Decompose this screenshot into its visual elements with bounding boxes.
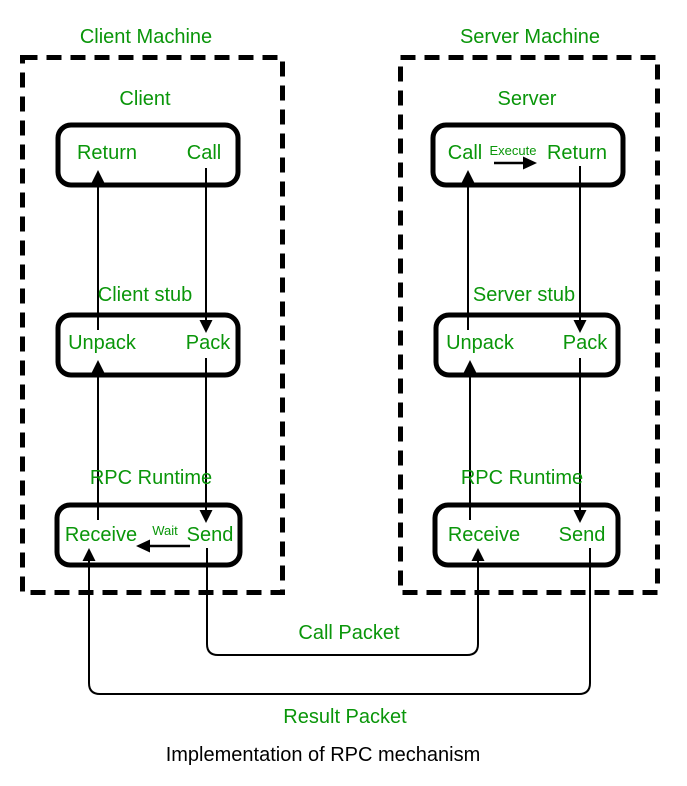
client-receive-label: Receive bbox=[64, 524, 138, 546]
client-return-label: Return bbox=[76, 142, 138, 164]
server-runtime-label: RPC Runtime bbox=[460, 467, 584, 489]
client-receive-to-unpack-arrowhead bbox=[91, 360, 105, 373]
server-unpack-label: Unpack bbox=[446, 332, 514, 354]
client-machine-boundary bbox=[20, 55, 285, 595]
call-packet-label: Call Packet bbox=[298, 622, 400, 644]
client-call-label: Call bbox=[186, 142, 222, 164]
server-call-label: Call bbox=[447, 142, 483, 164]
server-unpack-to-call-arrowhead bbox=[461, 170, 475, 183]
diagram-caption: Implementation of RPC mechanism bbox=[165, 744, 481, 766]
server-return-label: Return bbox=[546, 142, 608, 164]
client-pack-label: Pack bbox=[185, 332, 231, 354]
client-runtime-box bbox=[54, 502, 243, 568]
result-packet-label: Result Packet bbox=[283, 706, 407, 728]
client-top-box bbox=[55, 122, 241, 188]
wait-arrowhead bbox=[136, 539, 150, 553]
client-unpack-to-return-arrowhead bbox=[91, 170, 105, 183]
client-stub-label: Client stub bbox=[97, 284, 193, 306]
client-call-to-pack-arrowhead bbox=[199, 320, 213, 333]
execute-arrowhead bbox=[523, 156, 537, 170]
result-packet-arrowhead bbox=[82, 548, 96, 561]
server-layer-label: Server bbox=[497, 88, 557, 110]
server-receive-to-unpack-arrowhead bbox=[463, 360, 477, 373]
server-top-box bbox=[430, 122, 626, 188]
server-machine-boundary bbox=[398, 55, 660, 595]
server-pack-label: Pack bbox=[562, 332, 608, 354]
server-send-label: Send bbox=[558, 524, 606, 546]
server-machine-title: Server Machine bbox=[459, 26, 601, 48]
wait-label: Wait bbox=[152, 523, 178, 538]
server-runtime-box bbox=[432, 502, 621, 568]
client-machine-title: Client Machine bbox=[79, 26, 213, 48]
result-packet-path bbox=[88, 548, 591, 695]
execute-label: Execute bbox=[489, 143, 537, 158]
server-return-to-pack-arrowhead bbox=[573, 320, 587, 333]
server-stub-box bbox=[433, 312, 621, 378]
server-stub-label: Server stub bbox=[472, 284, 576, 306]
client-unpack-label: Unpack bbox=[68, 332, 136, 354]
call-packet-path bbox=[206, 548, 479, 656]
client-send-label: Send bbox=[186, 524, 234, 546]
client-runtime-label: RPC Runtime bbox=[89, 467, 213, 489]
client-stub-box bbox=[55, 312, 241, 378]
client-pack-to-send-arrowhead bbox=[199, 510, 213, 523]
server-receive-label: Receive bbox=[447, 524, 521, 546]
server-pack-to-send-arrowhead bbox=[573, 510, 587, 523]
client-layer-label: Client bbox=[119, 88, 171, 110]
call-packet-arrowhead bbox=[471, 548, 485, 561]
